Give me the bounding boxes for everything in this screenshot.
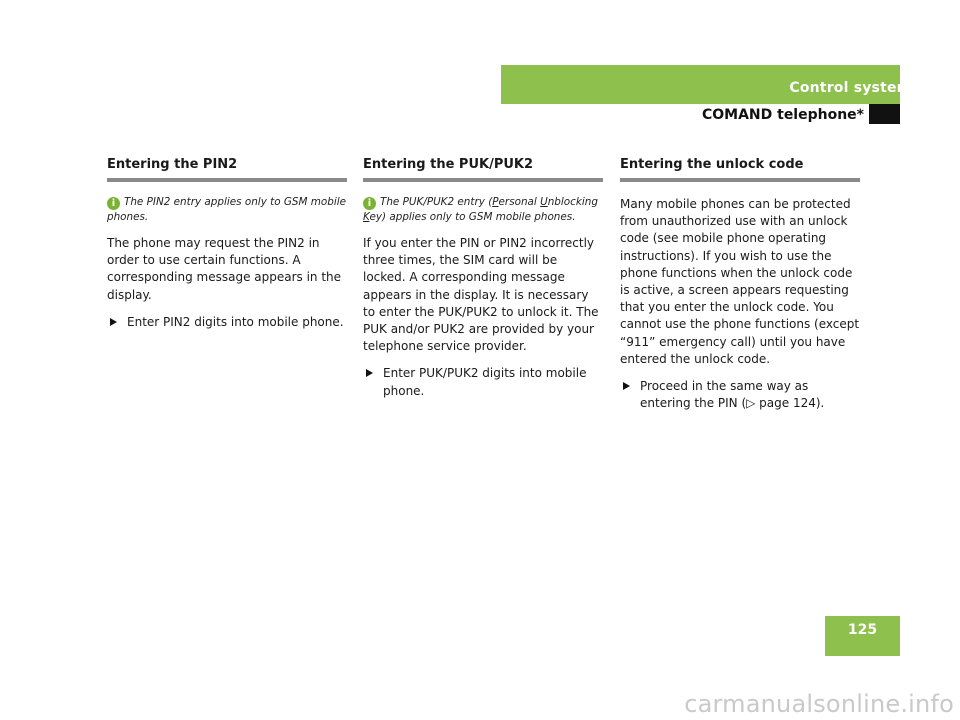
info-note-text: The PIN2 entry applies only to GSM mobil… xyxy=(107,196,347,223)
info-icon: i xyxy=(107,197,120,210)
heading-unlock: Entering the unlock code xyxy=(620,157,860,182)
heading-puk: Entering the PUK/PUK2 xyxy=(363,157,603,182)
paragraph-pin2: The phone may request the PIN2 in order … xyxy=(107,236,342,302)
info-note-puk: i The PUK/PUK2 entry (Personal Unblocking… xyxy=(363,195,603,225)
header-band xyxy=(501,65,900,104)
info-note-text: K xyxy=(363,211,370,223)
bullet-arrow-icon xyxy=(623,382,630,391)
page-number-box xyxy=(825,616,900,656)
paragraph-unlock: Many mobile phones can be protected from… xyxy=(620,197,860,366)
header-black-tab xyxy=(869,104,900,124)
instruction-text: Enter PUK/PUK2 digits into mobile phone. xyxy=(383,366,587,398)
info-note-text: P xyxy=(492,196,499,208)
instruction-unlock: Proceed in the same way as entering the … xyxy=(620,378,860,412)
info-note-text: ey) applies only to GSM mobile phones. xyxy=(369,211,576,223)
column-puk: Entering the PUK/PUK2 i The PUK/PUK2 entr… xyxy=(363,157,603,400)
info-note-text: nblocking xyxy=(547,196,598,208)
page-number: 125 xyxy=(847,622,878,638)
info-icon: i xyxy=(363,197,376,210)
instruction-text: Enter PIN2 digits into mobile phone. xyxy=(127,314,344,329)
bullet-arrow-icon xyxy=(366,369,373,378)
heading-pin2: Entering the PIN2 xyxy=(107,157,347,182)
column-unlock: Entering the unlock code Many mobile pho… xyxy=(620,157,860,412)
instruction-text: Proceed in the same way as entering the … xyxy=(640,379,825,411)
info-note-text: ersonal xyxy=(498,196,541,208)
info-note-text: U xyxy=(540,196,548,208)
bullet-arrow-icon xyxy=(110,317,117,326)
watermark: carmanualsonline.info xyxy=(684,690,954,718)
chapter-title: COMAND telephone* xyxy=(701,107,864,123)
section-title: Control systems xyxy=(789,80,920,96)
info-note-text: The PUK/PUK2 entry ( xyxy=(380,196,493,208)
instruction-puk: Enter PUK/PUK2 digits into mobile phone. xyxy=(363,365,603,399)
instruction-pin2: Enter PIN2 digits into mobile phone. xyxy=(107,314,347,331)
paragraph-puk: If you enter the PIN or PIN2 incorrectly… xyxy=(363,236,599,354)
